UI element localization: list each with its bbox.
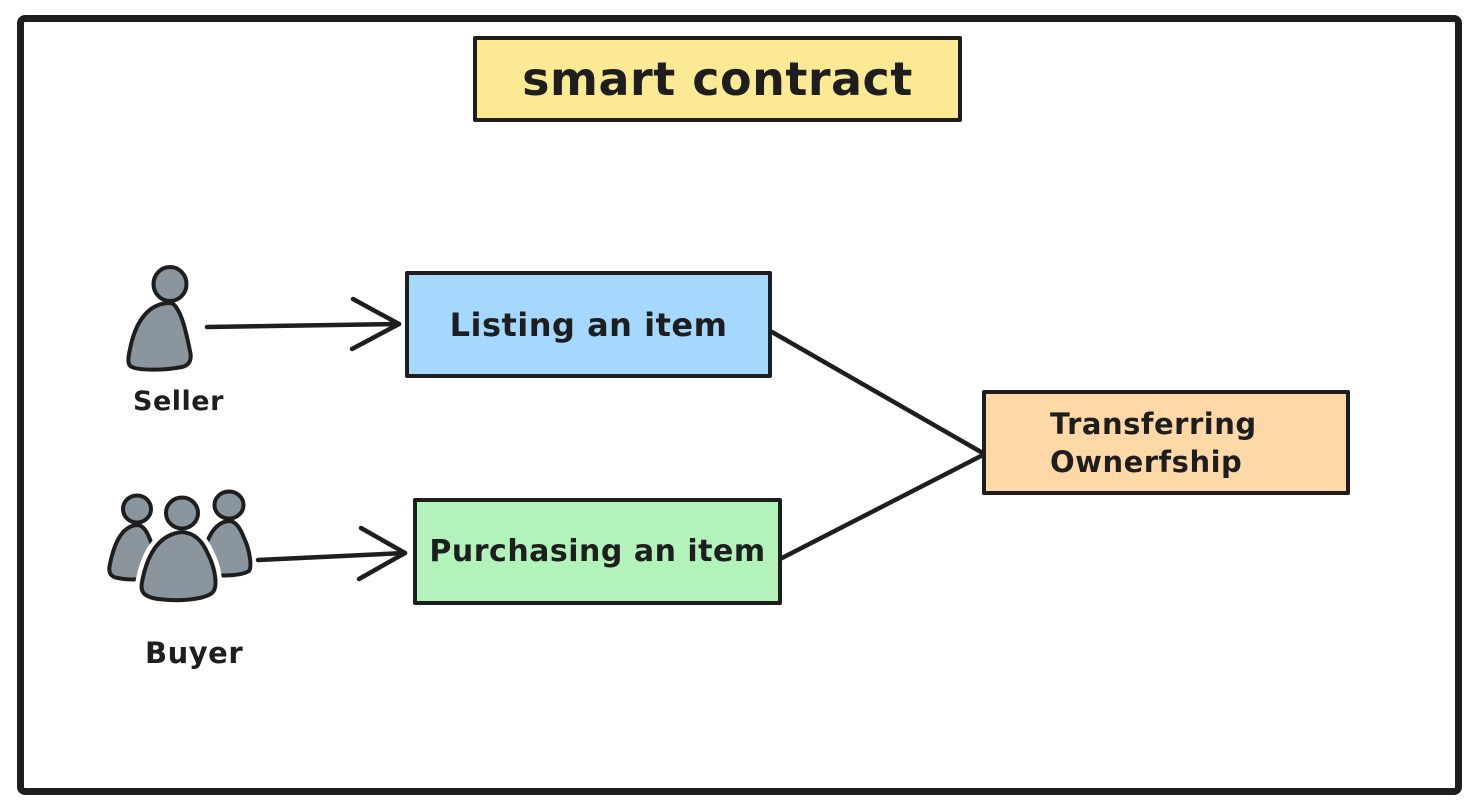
node-transferring-line-2: Ownerfship xyxy=(1050,444,1243,479)
node-purchasing-label: Purchasing an item xyxy=(429,534,766,569)
node-listing-label: Listing an item xyxy=(449,305,728,344)
node-transferring: Transferring Ownerfship xyxy=(982,390,1350,495)
people-group-icon xyxy=(107,489,253,606)
node-listing: Listing an item xyxy=(405,271,772,378)
outer-frame xyxy=(17,15,1462,795)
title-box: smart contract xyxy=(473,36,962,122)
title-text: smart contract xyxy=(522,52,913,106)
actor-seller xyxy=(120,263,215,378)
node-purchasing: Purchasing an item xyxy=(413,498,782,605)
actor-buyer-label: Buyer xyxy=(145,636,244,670)
person-icon xyxy=(126,265,193,372)
actor-seller-label: Seller xyxy=(133,386,224,417)
node-transferring-label: Transferring Ownerfship xyxy=(1050,405,1257,481)
actor-buyer xyxy=(106,486,276,606)
node-transferring-line-1: Transferring xyxy=(1050,406,1257,441)
